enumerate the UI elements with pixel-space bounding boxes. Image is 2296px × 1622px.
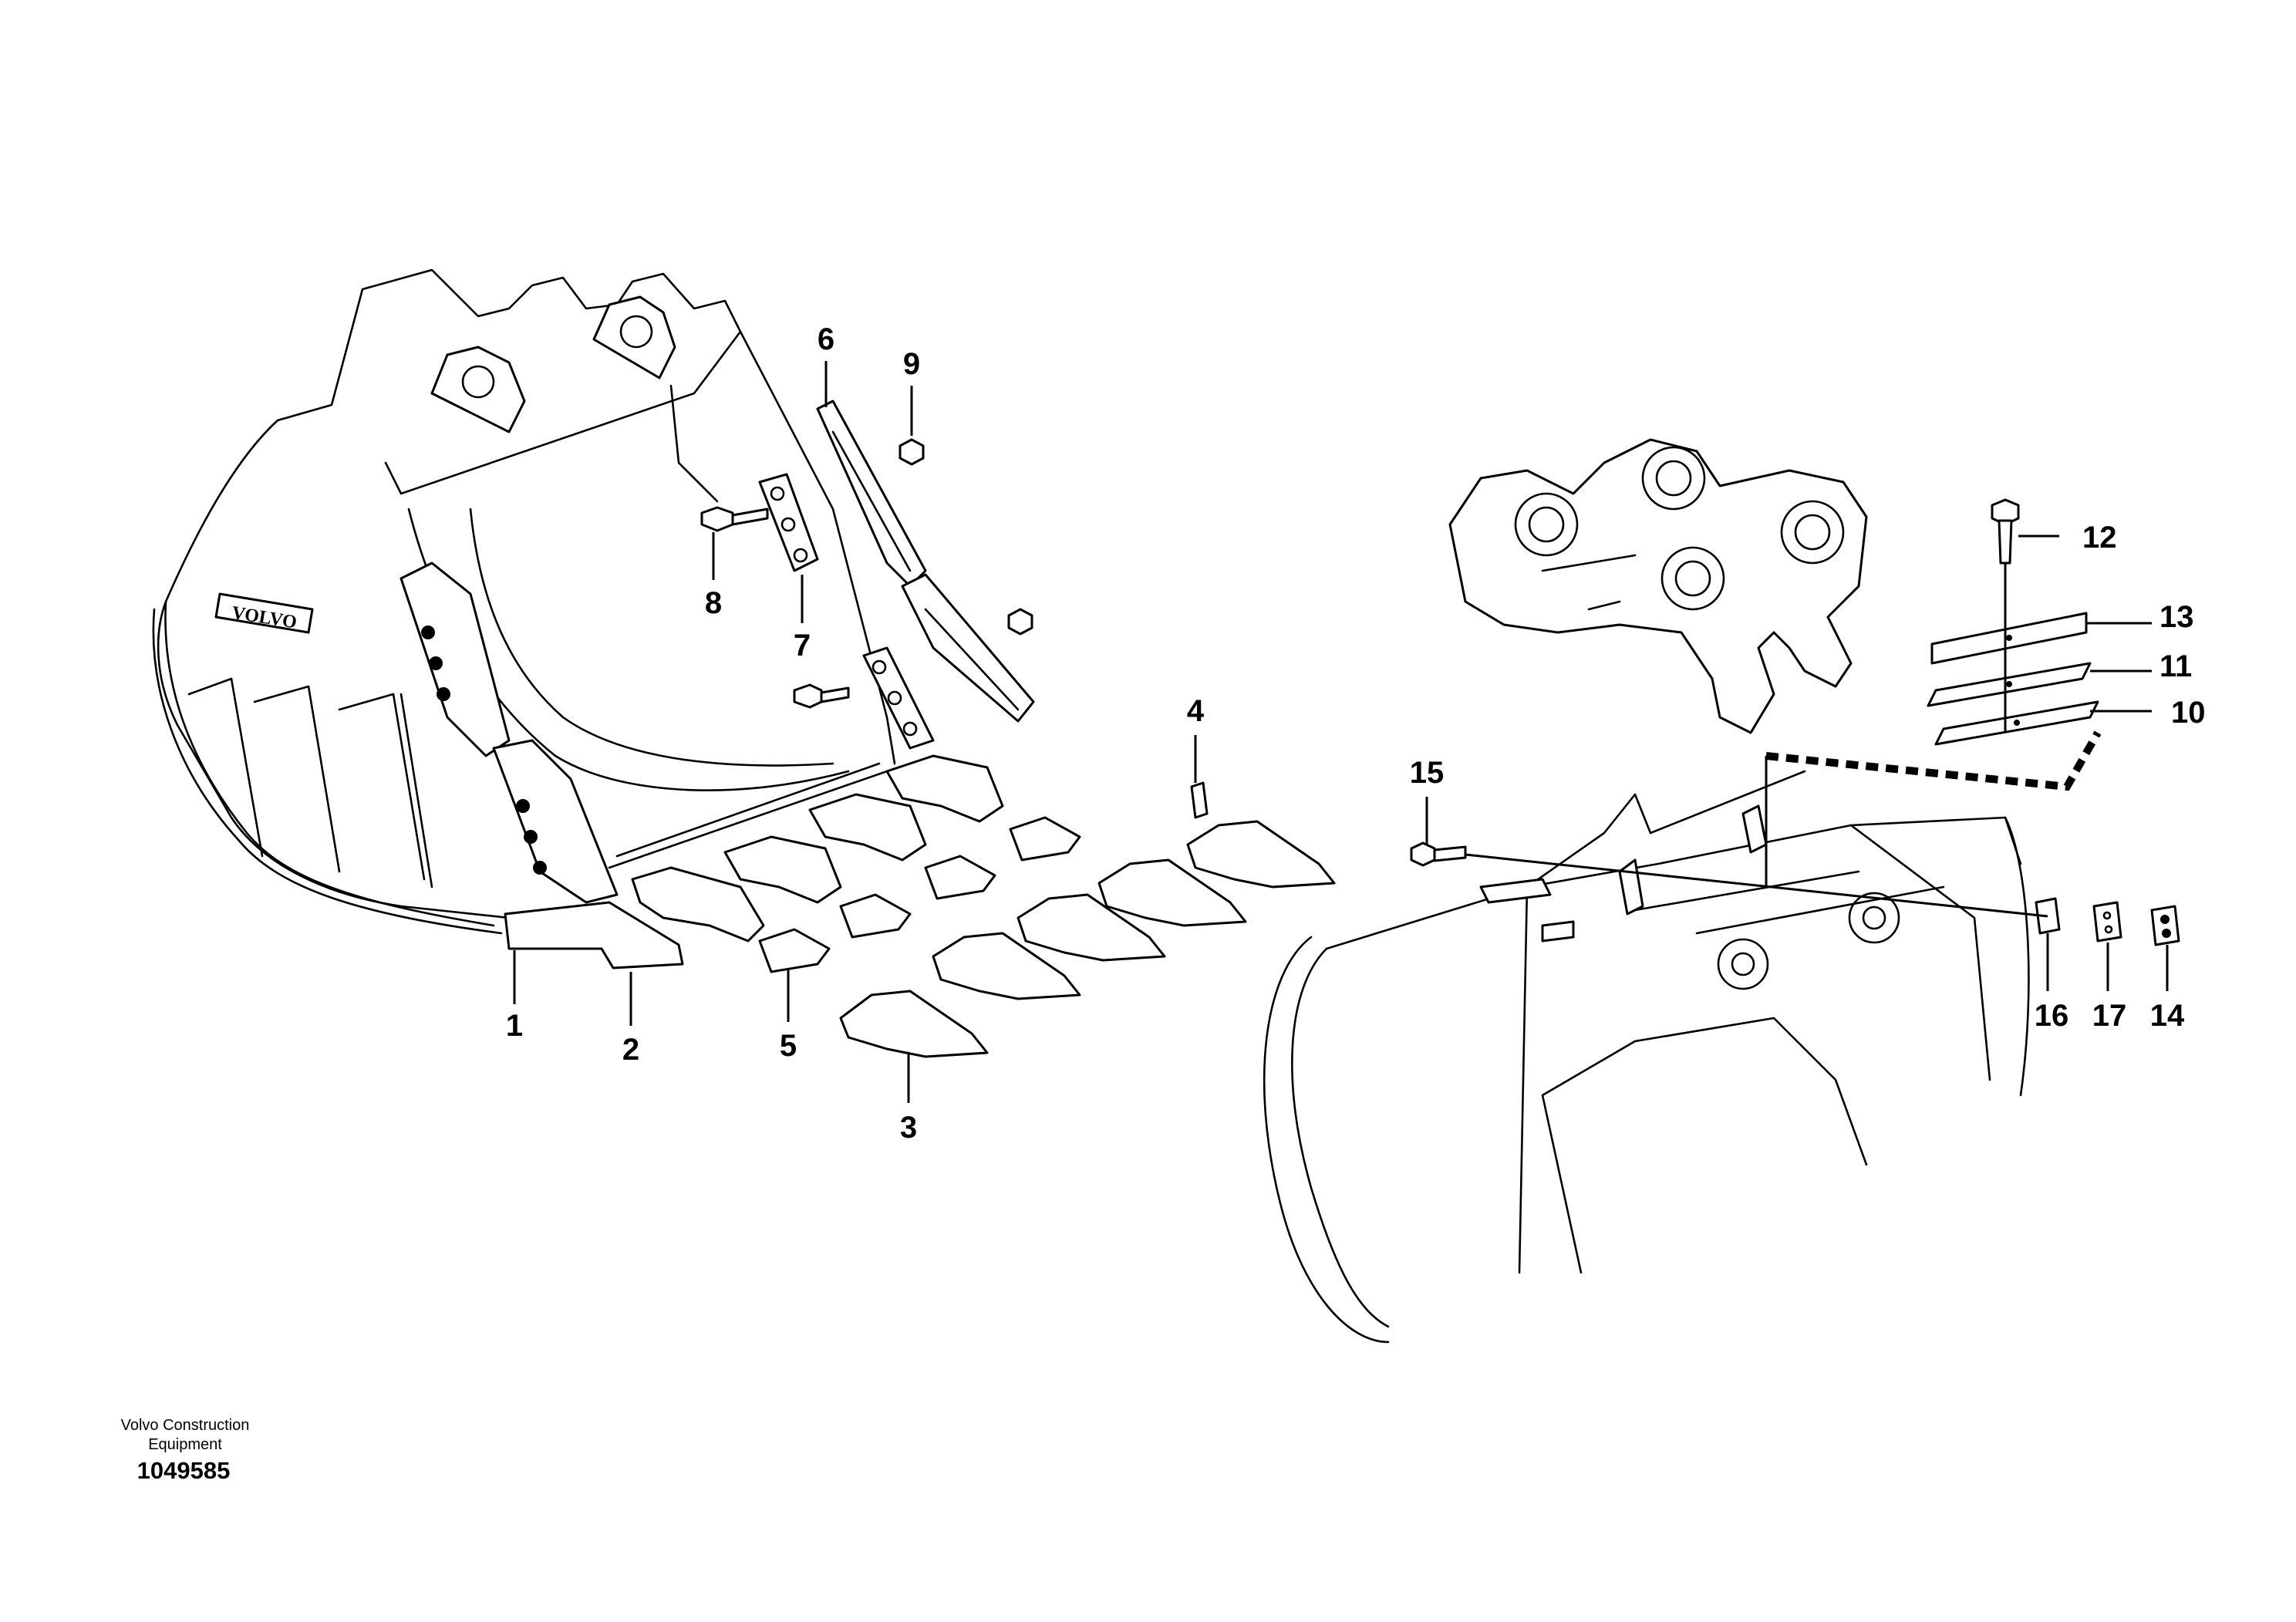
plate-13 xyxy=(1930,612,2088,665)
callout-15: 15 xyxy=(1410,756,1445,790)
side-cutter-exploded-lower xyxy=(901,573,1035,723)
footer-company: Volvo Construction Equipment xyxy=(120,1417,250,1453)
wear-strip-lower xyxy=(862,646,935,750)
callout-8: 8 xyxy=(705,586,722,620)
callout-5: 5 xyxy=(780,1029,797,1063)
callout-9: 9 xyxy=(903,347,920,381)
bolt-12 xyxy=(1991,498,2020,565)
callout-1: 1 xyxy=(506,1009,523,1043)
plate-17 xyxy=(2092,901,2122,943)
callout-10: 10 xyxy=(2171,696,2206,730)
callout-12: 12 xyxy=(2082,521,2117,555)
wear-strip-upper xyxy=(758,473,819,572)
bolt-lower xyxy=(793,683,850,709)
hinge-lugs xyxy=(430,295,676,433)
callout-labels: 1 2 3 4 5 6 7 8 9 10 11 12 13 14 15 16 1… xyxy=(506,322,2206,1145)
callout-16: 16 xyxy=(2035,999,2069,1033)
callout-13: 13 xyxy=(2159,600,2194,634)
side-cutter-lower-left xyxy=(492,739,619,904)
shim-10 xyxy=(1934,700,2099,746)
callout-14: 14 xyxy=(2150,999,2185,1033)
bolt-upper xyxy=(700,506,769,532)
callout-11: 11 xyxy=(2159,649,2192,683)
callout-leaders xyxy=(513,361,2169,1103)
shim-11 xyxy=(1927,662,2092,707)
plate-14 xyxy=(2150,905,2180,946)
nut-upper xyxy=(899,438,925,466)
drawing-number: 1049585 xyxy=(137,1457,231,1484)
callout-3: 3 xyxy=(900,1111,917,1145)
tooth-pins xyxy=(758,781,1209,973)
callout-4: 4 xyxy=(1187,694,1205,728)
tooth-adapters xyxy=(504,754,1004,969)
callout-7: 7 xyxy=(794,629,811,663)
bolt-15 xyxy=(1410,841,1467,867)
callout-6: 6 xyxy=(818,322,834,356)
right-bucket xyxy=(1263,770,2030,1344)
bucket-assembly: VOLVO xyxy=(152,268,896,935)
callout-17: 17 xyxy=(2092,999,2127,1033)
side-cutter-exploded-upper xyxy=(816,400,927,588)
quick-coupler xyxy=(1448,438,1868,734)
side-cutter-upper-left xyxy=(400,561,511,757)
callout-2: 2 xyxy=(622,1033,639,1067)
brand-plate: VOLVO xyxy=(214,592,314,634)
assembly-lines xyxy=(1465,563,2102,918)
bucket-teeth xyxy=(839,820,1336,1058)
nut-lower xyxy=(1007,608,1033,636)
